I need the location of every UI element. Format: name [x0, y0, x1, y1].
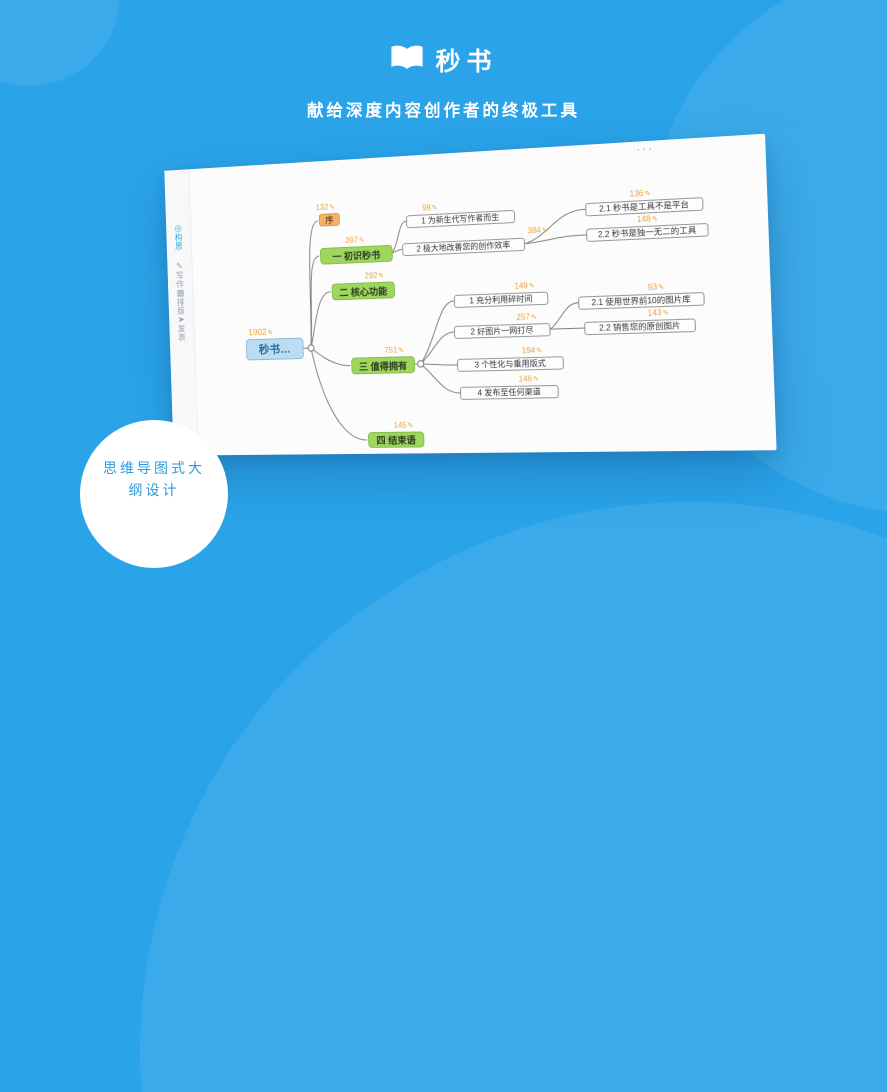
- pencil-icon: ✎: [378, 272, 385, 281]
- mindmap-node-b3c3[interactable]: 3 个性化与重用版式 194✎: [456, 346, 565, 372]
- pencil-icon: ✎: [431, 204, 438, 213]
- word-count: 149✎: [514, 281, 535, 291]
- pencil-icon: ✎: [658, 284, 665, 292]
- decor-circle-bottom: [140, 502, 887, 1092]
- mindmap-node-xu[interactable]: 序 132✎: [316, 203, 340, 227]
- word-count: 148✎: [636, 214, 659, 225]
- mindmap-connections: [164, 134, 776, 456]
- word-count: 145✎: [393, 420, 414, 430]
- pencil-icon: ✎: [528, 282, 535, 291]
- mindmap-node-b3[interactable]: 三 值得拥有 751✎: [351, 346, 416, 375]
- pencil-icon: ✎: [644, 190, 652, 199]
- node-label: 秒书…: [258, 343, 291, 357]
- pencil-icon: ✎: [329, 204, 335, 212]
- word-count: 132✎: [315, 202, 335, 213]
- word-count: 146✎: [518, 374, 540, 384]
- pencil-icon: ✎: [398, 347, 405, 355]
- collapse-handle-root[interactable]: [308, 345, 314, 351]
- node-label: 一 初识秒书: [332, 249, 381, 263]
- node-label: 二 核心功能: [339, 286, 388, 299]
- brand-header: 秒书: [0, 42, 887, 78]
- pencil-icon: ✎: [533, 376, 540, 384]
- node-label: 4 发布至任何渠道: [477, 387, 541, 398]
- app-screenshot-card: ··· ◎ 构思 ✎ 写作 ▦ 排版 ➤ 发表: [164, 133, 777, 456]
- mindmap-root-node[interactable]: 秒书… 1902✎: [245, 327, 304, 361]
- mindmap-node-b4[interactable]: 四 结束语 145✎: [367, 421, 425, 448]
- word-count: 1902✎: [248, 327, 274, 338]
- mindmap-node-b2[interactable]: 二 核心功能 292✎: [331, 271, 396, 301]
- word-count: 143✎: [647, 308, 670, 318]
- node-label: 序: [324, 215, 334, 226]
- pencil-icon: ✎: [662, 309, 670, 318]
- word-count: 93✎: [647, 282, 665, 293]
- node-label: 2.1 使用世界前10的图片库: [591, 294, 691, 308]
- mindmap-node-b3c4[interactable]: 4 发布至任何渠道 146✎: [459, 374, 559, 400]
- pencil-icon: ✎: [267, 329, 274, 337]
- node-label: 3 个性化与重用版式: [474, 358, 546, 370]
- pencil-icon: ✎: [358, 237, 365, 245]
- pencil-icon: ✎: [651, 215, 659, 224]
- word-count: 194✎: [521, 345, 543, 356]
- word-count: 98✎: [422, 203, 438, 213]
- book-logo-icon: [389, 43, 425, 78]
- pencil-icon: ✎: [407, 422, 414, 430]
- mindmap-node-b3c2[interactable]: 2 好图片一网打尽 257✎: [453, 312, 551, 340]
- node-label: 三 值得拥有: [358, 360, 408, 373]
- collapse-handle-branch3[interactable]: [418, 361, 424, 368]
- node-label: 1 为新生代写作者而生: [421, 212, 500, 226]
- word-count: 751✎: [384, 345, 405, 355]
- node-label: 2.2 销售您的原创图片: [598, 321, 681, 333]
- feature-badge: 思维导图式大 纲设计: [80, 420, 228, 568]
- feature-badge-line2: 纲设计: [128, 482, 180, 498]
- word-count: 397✎: [345, 235, 365, 246]
- pencil-icon: ✎: [536, 347, 543, 355]
- pencil-icon: ✎: [541, 227, 549, 235]
- feature-badge-line1: 思维导图式大: [103, 460, 205, 476]
- word-count: 136✎: [629, 188, 652, 199]
- node-label: 四 结束语: [376, 435, 417, 447]
- tagline: 献给深度内容创作者的终极工具: [307, 102, 580, 120]
- node-label: 1 充分利用碎时间: [469, 294, 533, 306]
- word-count: 257✎: [516, 312, 538, 323]
- node-label: 2 好图片一网打尽: [470, 325, 534, 337]
- pencil-icon: ✎: [530, 314, 538, 322]
- word-count: 292✎: [364, 271, 385, 281]
- brand-name: 秒书: [435, 48, 498, 76]
- word-count: 384✎: [527, 225, 549, 236]
- mindmap-node-b1[interactable]: 一 初识秒书 397✎: [319, 236, 393, 265]
